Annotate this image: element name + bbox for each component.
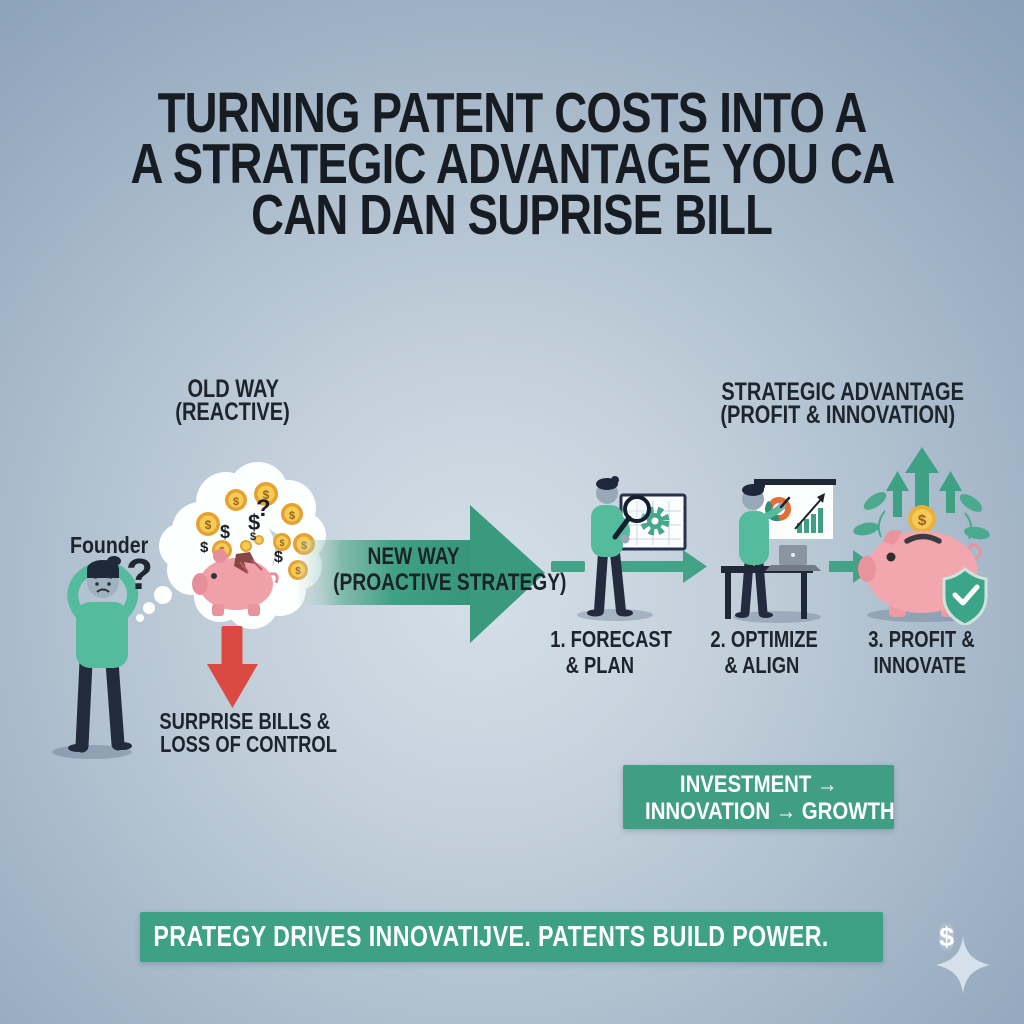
step2-label: 2. OPTIMIZE & ALIGN — [697, 626, 827, 678]
step2-optimize-figure — [721, 479, 836, 623]
step1-label: 1. FORECAST & PLAN — [535, 626, 672, 678]
steps-illustration: $ — [551, 447, 990, 625]
step2-line1: 2. OPTIMIZE — [710, 626, 818, 652]
new-way-line2: (PROACTIVE STRATEGY) — [333, 569, 567, 596]
step-connector-arrows — [551, 550, 876, 583]
founder-figure — [52, 556, 139, 759]
title-line-1: TURNING PATENT COSTS INTO A — [157, 81, 868, 145]
strategic-heading-line1: STRATEGIC ADVANTAGE — [721, 378, 964, 406]
old-way-outcome: SURPRISE BILLS & LOSS OF CONTROL — [138, 710, 337, 756]
founder-question-mark: ? — [126, 550, 153, 599]
trend-arrow-icon — [794, 496, 824, 530]
coin-dollar: $ — [279, 538, 284, 548]
coin-dollar: $ — [233, 496, 239, 508]
new-way-arrow — [298, 505, 545, 643]
step2-line2: & ALIGN — [724, 652, 800, 678]
coin-icon: $ — [908, 505, 936, 533]
banner-dollar-coin-icon: $ — [939, 918, 955, 956]
red-down-arrow — [207, 626, 258, 708]
old-way-heading-line1: OLD WAY — [187, 375, 279, 403]
step3-line1: 3. PROFIT & — [868, 626, 975, 652]
strategic-heading-line2: (PROFIT & INNOVATION) — [720, 401, 956, 429]
coin-dollar: $ — [205, 518, 212, 532]
coin-dollar: $ — [918, 512, 927, 529]
outcome-line2: LOSS OF CONTROL — [160, 731, 337, 757]
investment-line2: INNOVATION → GROWTH — [645, 798, 895, 825]
thought-bubble: $ $ $ $ $ $ $ $ $ $ — [136, 462, 326, 629]
dollar-glyph: $ — [200, 539, 209, 556]
dollar-symbols: $ $ $ $ ? — [200, 495, 283, 566]
shield-check-icon — [942, 567, 988, 625]
title-line-3: CAN DAN SUPRISE BILL — [251, 183, 773, 247]
step1-forecast-figure — [577, 476, 687, 621]
page-title: TURNING PATENT COSTS INTO A A STRATEGIC … — [0, 81, 1024, 247]
leaves-icon — [853, 492, 990, 540]
founder-label: Founder — [70, 532, 149, 558]
outcome-line1: SURPRISE BILLS & — [159, 708, 331, 734]
bar-chart-icon — [797, 508, 823, 533]
magnifier-icon — [612, 495, 651, 540]
new-way-label: NEW WAY (PROACTIVE STRATEGY) — [304, 543, 566, 596]
step3-profit-piggy: $ — [853, 447, 990, 625]
gear-icon — [640, 506, 670, 536]
bubble-question-mark: ? — [256, 495, 271, 522]
investment-line1: INVESTMENT → — [679, 771, 838, 798]
step1-line1: 1. FORECAST — [550, 626, 672, 652]
banner-text: PRATEGY DRIVES INNOVATIJVE. PATENTS BUIL… — [153, 920, 829, 953]
coin-dollar: $ — [289, 510, 295, 522]
sparkle-icon — [936, 936, 990, 994]
coin-cluster: $ $ $ $ $ $ $ $ — [196, 482, 315, 580]
investment-growth-box: INVESTMENT → INNOVATION → GROWTH — [623, 765, 895, 829]
coin-slot — [904, 533, 942, 544]
strategic-advantage-heading: STRATEGIC ADVANTAGE (PROFIT & INNOVATION… — [691, 380, 964, 428]
step3-label: 3. PROFIT & INNOVATE — [855, 626, 985, 678]
dollar-glyph: $ — [274, 549, 283, 566]
dollar-glyph: $ — [248, 510, 260, 535]
piggy-crack — [234, 552, 256, 574]
coin-dollar: $ — [263, 488, 270, 502]
laptop-icon — [765, 545, 821, 571]
step1-line2: & PLAN — [565, 652, 635, 678]
old-way-heading-line2: (REACTIVE) — [175, 398, 291, 426]
bottom-banner: PRATEGY DRIVES INNOVATIJVE. PATENTS BUIL… — [140, 912, 955, 962]
step3-line2: INNOVATE — [873, 652, 967, 678]
dollar-glyph: $ — [250, 531, 256, 543]
cracked-piggy-bank: $ — [192, 531, 279, 616]
dollar-glyph: $ — [220, 522, 230, 542]
growth-arrows-icon — [886, 447, 962, 517]
old-way-heading: OLD WAY (REACTIVE) — [133, 375, 333, 426]
new-way-line1: NEW WAY — [367, 543, 461, 570]
old-way-illustration: $ $ $ $ $ $ $ $ $ $ — [52, 462, 326, 759]
title-line-2: A STRATEGIC ADVANTAGE YOU CA — [130, 132, 895, 196]
